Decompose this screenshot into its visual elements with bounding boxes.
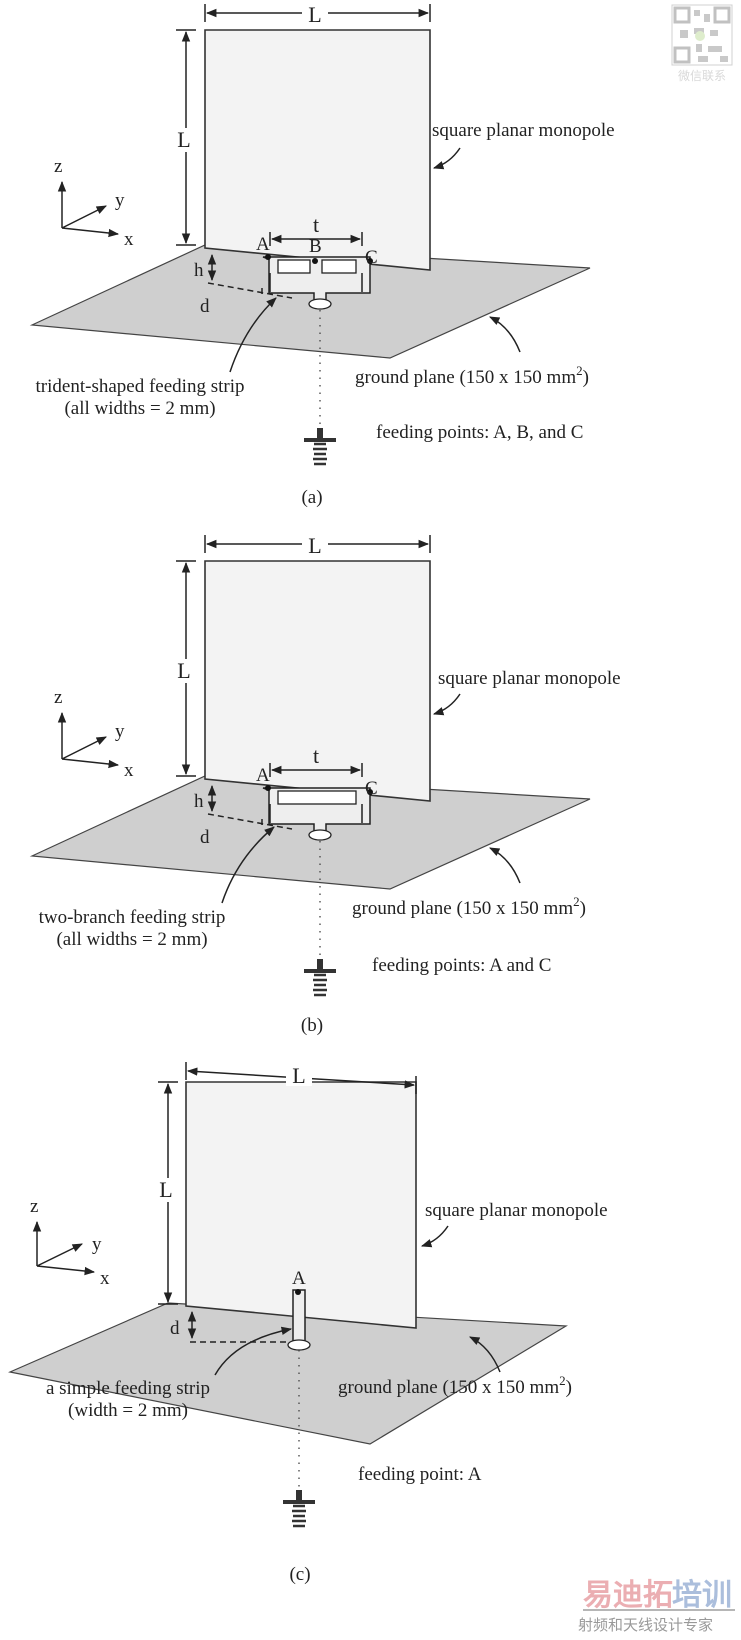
monopole-label: square planar monopole <box>425 1200 608 1221</box>
axis-x-label: x <box>124 229 134 250</box>
panel-c: L L z y x A d square planar monopole gro… <box>8 1062 608 1585</box>
feeding-points-label: feeding points: A and C <box>372 955 551 976</box>
caption-b: (b) <box>301 1015 323 1036</box>
ground-plane-label: ground plane (150 x 150 mm2) <box>338 1373 572 1398</box>
panel-b: L L z y x A C t h d <box>29 533 621 1036</box>
monopole-label: square planar monopole <box>438 668 621 689</box>
axis-z-label: z <box>54 687 62 708</box>
caption-a: (a) <box>301 487 322 508</box>
axis-z-label: z <box>30 1196 38 1217</box>
watermark-logo: 易迪拓 培训 射频和天线设计专家 <box>578 1578 735 1634</box>
feeding-strip-label: two-branch feeding strip <box>39 907 226 928</box>
sma-connector-icon <box>283 1490 315 1528</box>
ground-plane-label: ground plane (150 x 150 mm2) <box>355 363 589 388</box>
label-d: d <box>170 1318 180 1339</box>
panel-a: L L z y x A B C t h <box>29 2 615 508</box>
label-t: t <box>313 743 319 768</box>
square-planar-monopole <box>204 29 431 271</box>
feeding-strip-width-label: (all widths = 2 mm) <box>56 929 207 950</box>
trident-feeding-strip <box>262 256 371 310</box>
axes-icon: z y x <box>54 156 134 250</box>
axis-y-label: y <box>115 190 125 211</box>
feed-point-A: A <box>256 234 270 255</box>
feed-point-C: C <box>365 247 378 268</box>
qr-caption: 微信联系 <box>678 69 726 83</box>
axes-icon: z y x <box>30 1196 110 1289</box>
label-L-side: L <box>177 658 190 683</box>
label-d: d <box>200 296 210 317</box>
feeding-points-label: feeding point: A <box>358 1464 482 1485</box>
label-d: d <box>200 827 210 848</box>
label-L-side: L <box>159 1177 172 1202</box>
ground-plane <box>8 1302 568 1445</box>
label-L-side: L <box>177 127 190 152</box>
square-planar-monopole <box>204 560 431 802</box>
label-L-top: L <box>308 533 321 558</box>
caption-c: (c) <box>289 1564 310 1585</box>
feed-point-A: A <box>292 1268 306 1289</box>
feed-point-A: A <box>256 765 270 786</box>
axis-x-label: x <box>100 1268 110 1289</box>
axis-z-label: z <box>54 156 62 177</box>
watermark-brand-red: 易迪拓 <box>583 1578 673 1613</box>
label-h: h <box>194 791 204 812</box>
label-t: t <box>313 212 319 237</box>
feeding-strip-label: a simple feeding strip <box>46 1378 210 1399</box>
ground-plane-label: ground plane (150 x 150 mm2) <box>352 894 586 919</box>
axis-x-label: x <box>124 760 134 781</box>
feed-point-C: C <box>365 778 378 799</box>
label-L-top: L <box>308 2 321 27</box>
label-L-top: L <box>292 1063 305 1088</box>
watermark-brand-blue: 培训 <box>672 1578 732 1613</box>
two-branch-feeding-strip <box>262 787 371 841</box>
monopole-label: square planar monopole <box>432 120 615 141</box>
axis-y-label: y <box>115 721 125 742</box>
axis-y-label: y <box>92 1234 102 1255</box>
watermark-subtitle: 射频和天线设计专家 <box>578 1616 713 1634</box>
axes-icon: z y x <box>54 687 134 781</box>
sma-connector-icon <box>304 428 336 466</box>
feeding-strip-width-label: (width = 2 mm) <box>68 1400 188 1421</box>
sma-connector-icon <box>304 959 336 997</box>
feeding-strip-width-label: (all widths = 2 mm) <box>64 398 215 419</box>
feeding-strip-label: trident-shaped feeding strip <box>36 376 245 397</box>
feeding-points-label: feeding points: A, B, and C <box>376 422 583 443</box>
label-h: h <box>194 260 204 281</box>
qr-code: 微信联系 <box>671 4 733 83</box>
